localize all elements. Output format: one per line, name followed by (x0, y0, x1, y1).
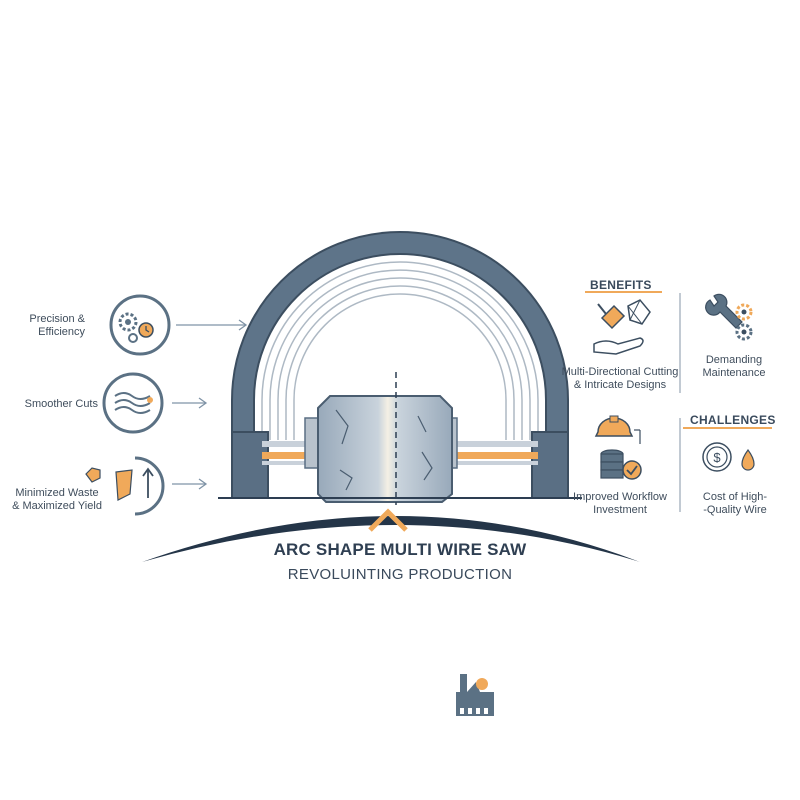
feature-label-line: Precision & (29, 313, 85, 325)
chevron-up-icon (368, 508, 408, 532)
svg-text:$: $ (713, 450, 721, 465)
challenge-label-wire: Cost of High- -Quality Wire (690, 491, 780, 517)
stone-block (317, 395, 453, 503)
challenge-label-line: Maintenance (702, 367, 766, 379)
benefit-label-line: & Intricate Designs (573, 379, 667, 391)
factory-icon (456, 674, 494, 716)
challenge-label-maintenance: Demanding Maintenance (694, 354, 774, 380)
feature-label-line: Efficiency (38, 326, 85, 338)
benefit-label-line: Multi-Directional Cutting (561, 366, 679, 378)
coin-drop-icon: $ (702, 442, 755, 472)
feature-arrows (172, 319, 248, 490)
main-subtitle: REVOLUINTING PRODUCTION (287, 566, 513, 583)
arc-frame (231, 231, 569, 440)
challenges-heading: CHALLENGES (690, 413, 776, 427)
benefit-label-cutting: Multi-Directional Cutting & Intricate De… (558, 366, 682, 392)
challenge-label-line: -Quality Wire (703, 504, 767, 516)
feature-label-line: Minimized Waste (15, 487, 99, 499)
benefits-heading: BENEFITS (590, 278, 652, 292)
benefit-label-line: Improved Workflow (573, 491, 667, 503)
feature-label-smoother: Smoother Cuts (0, 398, 98, 411)
benefit-label-line: Investment (593, 504, 647, 516)
feature-label-line: & Maximized Yield (12, 500, 102, 512)
feature-icon-yield (85, 456, 165, 516)
challenge-label-line: Cost of High- (702, 491, 768, 503)
challenge-label-line: Demanding (705, 354, 763, 366)
feature-label-precision: Precision & Efficiency (10, 313, 85, 339)
wrench-gears-icon (705, 293, 753, 341)
feature-label-yield: Minimized Waste & Maximized Yield (4, 487, 110, 513)
benefit-label-workflow: Improved Workflow Investment (568, 491, 672, 517)
hardhat-coins-icon (594, 415, 642, 480)
ground-curve (142, 516, 640, 562)
feature-icon-smoother (102, 372, 164, 434)
feature-icon-precision (109, 294, 171, 356)
left-clamp (304, 417, 320, 469)
cutting-tool-icon (593, 299, 651, 355)
main-title: ARC SHAPE MULTI WIRE SAW (273, 540, 527, 559)
feature-label-line: Smoother Cuts (24, 398, 98, 410)
